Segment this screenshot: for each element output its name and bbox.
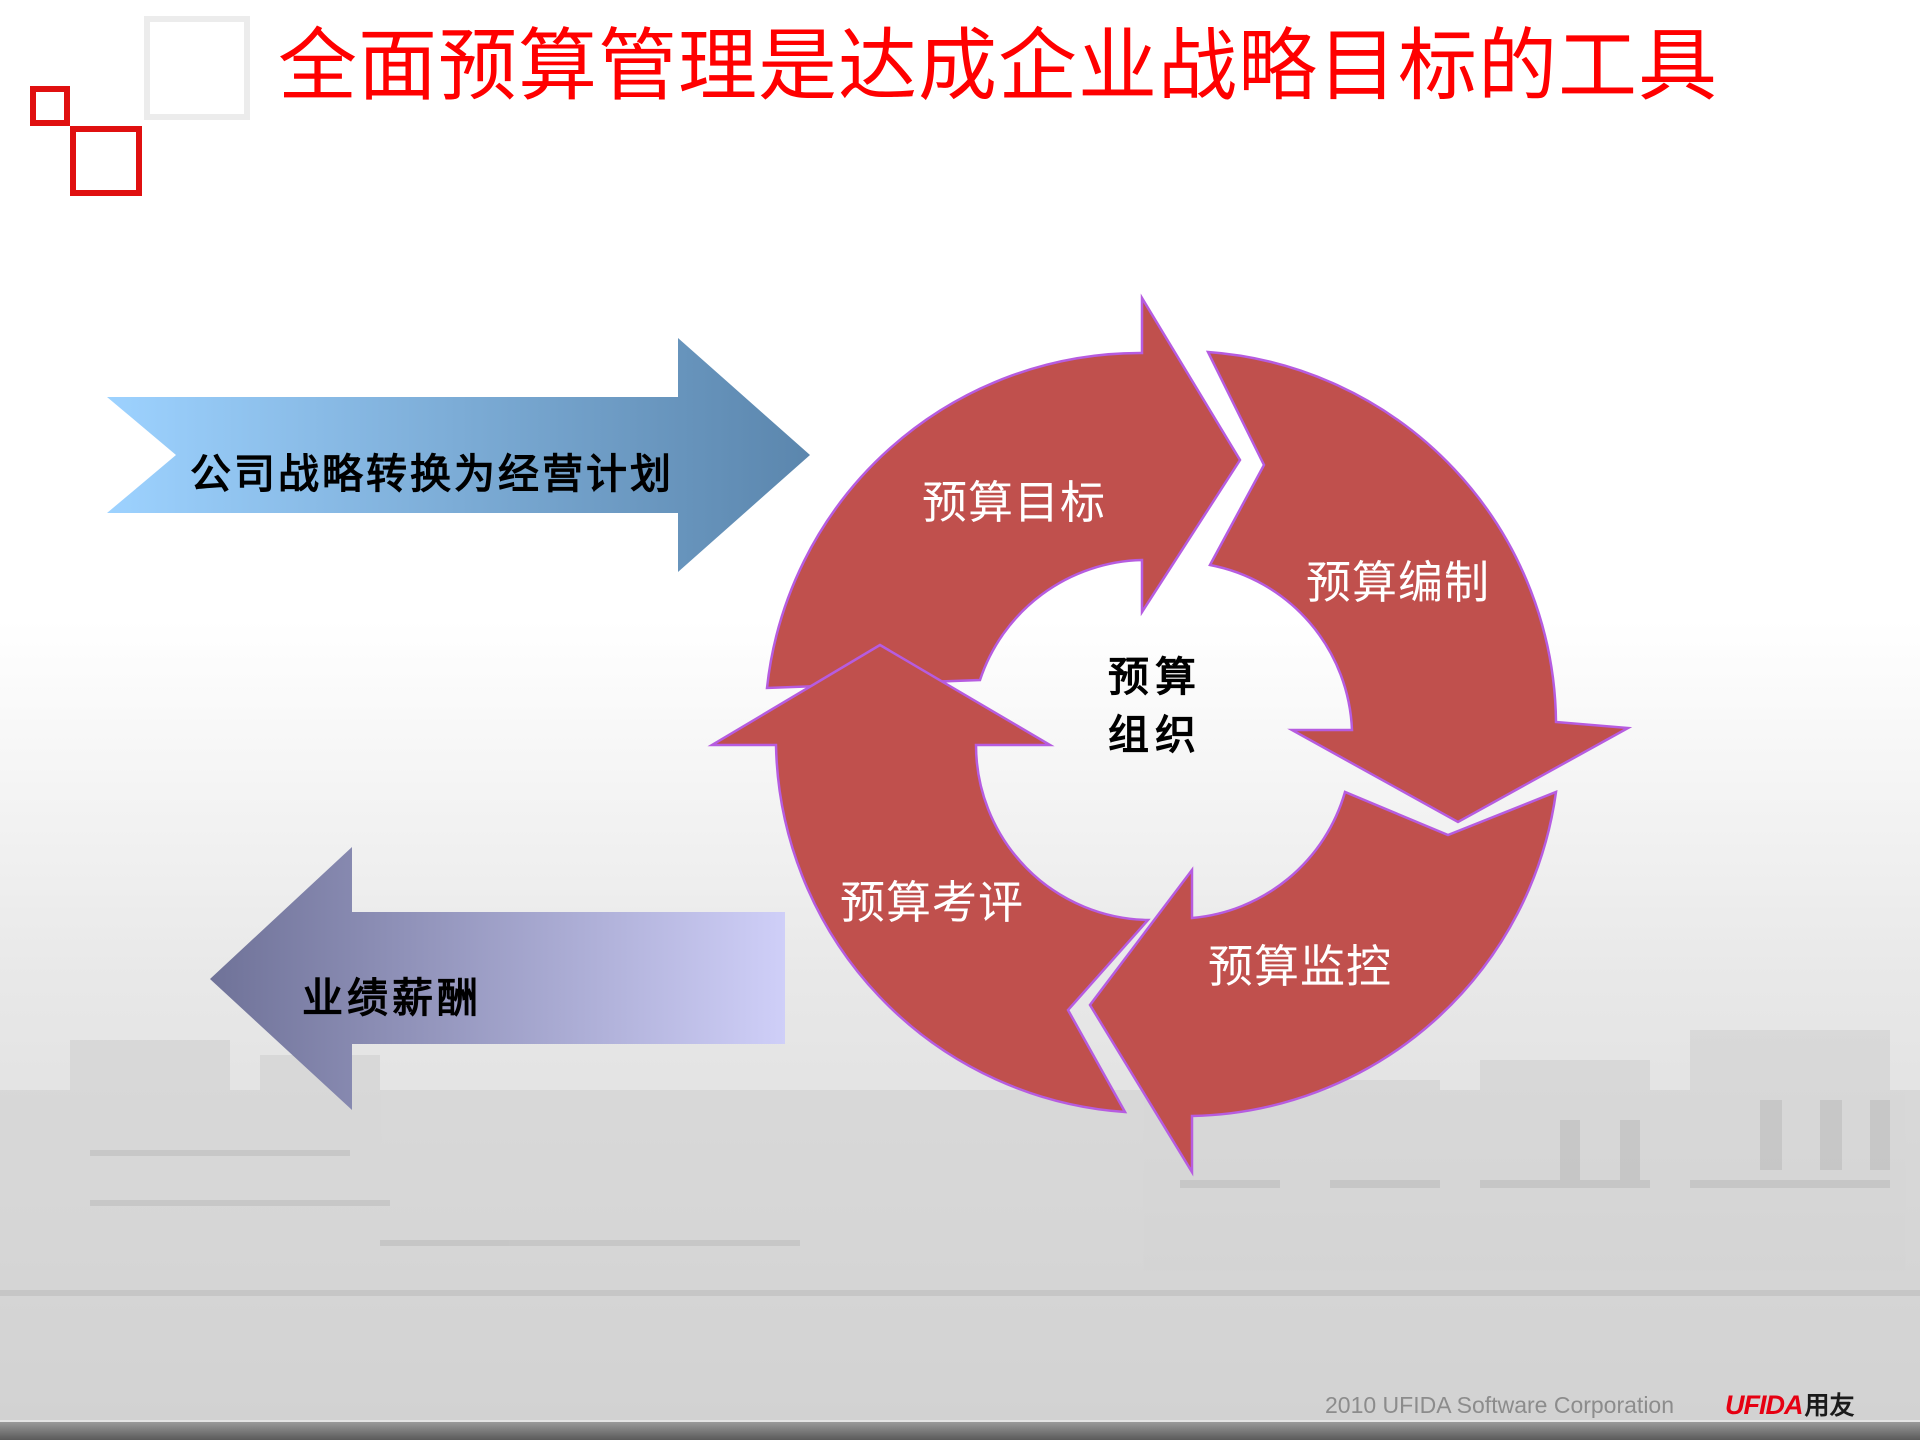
cycle-label-monitor: 预算监控 (1208, 940, 1393, 993)
cycle-label-target: 预算目标 (922, 476, 1107, 529)
cycle-arrow-monitor (1088, 790, 1558, 1177)
cycle-arrow-target (765, 293, 1242, 690)
bottom-bar (0, 1422, 1920, 1440)
salary-arrow-label: 业绩薪酬 (302, 974, 482, 1022)
decorative-red-square-small (30, 86, 70, 126)
slide-title: 全面预算管理是达成企业战略目标的工具 (278, 20, 1718, 112)
decorative-gray-square (144, 16, 250, 120)
cycle-center-label: 预算组织 (1108, 653, 1202, 759)
cycle-label-evaluate: 预算考评 (840, 876, 1025, 929)
cycle-label-compile: 预算编制 (1306, 556, 1491, 609)
footer-copyright: 2010 UFIDA Software Corporation (1325, 1392, 1675, 1418)
ufida-logo: UFIDA用友 (1725, 1386, 1855, 1422)
decorative-red-square-large (70, 126, 142, 196)
strategy-arrow (107, 338, 810, 572)
cycle-arrow-compile (1205, 350, 1633, 824)
logo-brand-text: UFIDA (1725, 1390, 1803, 1420)
cycle-arrow-evaluate (707, 643, 1151, 1114)
strategy-arrow-label: 公司战略转换为经营计划 (190, 450, 674, 498)
logo-brand-cn-text: 用友 (1804, 1392, 1855, 1420)
salary-arrow (210, 847, 785, 1110)
